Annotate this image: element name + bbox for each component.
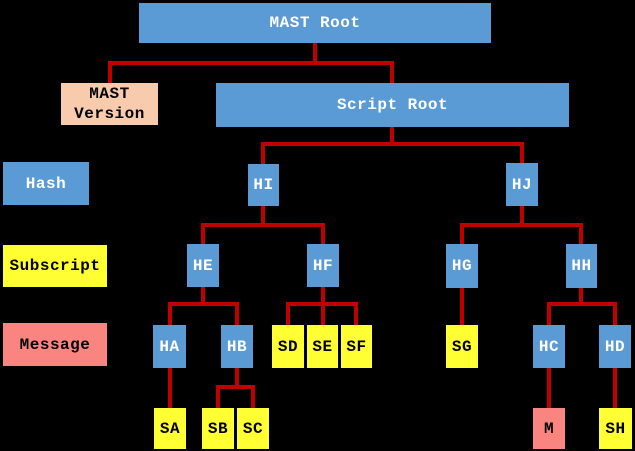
- tree-edge: [168, 302, 239, 306]
- node-hh: HH: [566, 244, 597, 288]
- node-script-root: Script Root: [216, 83, 569, 127]
- tree-edge: [313, 43, 317, 65]
- tree-edge: [201, 287, 205, 306]
- tree-edge: [579, 223, 583, 244]
- tree-edge: [261, 142, 265, 164]
- tree-edge: [321, 223, 325, 244]
- legend-hash: Hash: [3, 162, 89, 205]
- node-sg: SG: [446, 325, 478, 368]
- legend-subscript: Subscript: [3, 245, 107, 287]
- node-sh: SH: [599, 408, 632, 449]
- node-he: HE: [187, 244, 219, 287]
- node-hj: HJ: [506, 163, 538, 206]
- tree-edge: [251, 385, 255, 408]
- tree-edge: [201, 223, 325, 227]
- tree-edge: [520, 142, 524, 163]
- node-hi: HI: [248, 164, 279, 206]
- tree-edge: [108, 61, 394, 65]
- tree-edge: [321, 302, 325, 325]
- node-mast-version: MAST Version: [61, 83, 158, 125]
- tree-edge: [108, 61, 112, 83]
- node-sb: SB: [202, 408, 234, 449]
- tree-edge: [261, 206, 265, 227]
- node-sa: SA: [154, 408, 186, 449]
- node-hg: HG: [446, 244, 478, 288]
- tree-edge: [168, 302, 172, 325]
- node-sd: SD: [272, 325, 304, 368]
- tree-edge: [201, 223, 205, 244]
- node-hc: HC: [533, 325, 565, 368]
- node-mast-root: MAST Root: [139, 3, 491, 43]
- tree-edge: [613, 368, 617, 408]
- legend-message: Message: [3, 323, 107, 366]
- tree-edge: [460, 223, 583, 227]
- tree-edge: [168, 368, 172, 408]
- tree-edge: [547, 368, 551, 408]
- tree-edge: [460, 288, 464, 325]
- tree-edge: [216, 385, 255, 389]
- node-hd: HD: [599, 325, 631, 368]
- tree-edge: [261, 142, 524, 146]
- tree-edge: [390, 61, 394, 83]
- tree-edge: [354, 302, 358, 325]
- tree-edge: [460, 223, 464, 244]
- node-sf: SF: [341, 325, 372, 368]
- tree-edge: [520, 206, 524, 227]
- tree-edge: [286, 302, 290, 325]
- node-hf: HF: [307, 244, 339, 287]
- tree-edge: [547, 302, 551, 325]
- node-sc: SC: [237, 408, 269, 449]
- tree-edge: [613, 302, 617, 325]
- tree-edge: [321, 287, 325, 306]
- node-m: M: [533, 408, 565, 449]
- tree-edge: [216, 385, 220, 408]
- tree-edge: [579, 288, 583, 306]
- tree-edge: [235, 302, 239, 325]
- node-se: SE: [307, 325, 338, 368]
- node-hb: HB: [221, 325, 253, 368]
- node-ha: HA: [153, 325, 186, 368]
- tree-edge: [390, 127, 394, 146]
- tree-edge: [547, 302, 617, 306]
- tree-edge: [235, 368, 239, 387]
